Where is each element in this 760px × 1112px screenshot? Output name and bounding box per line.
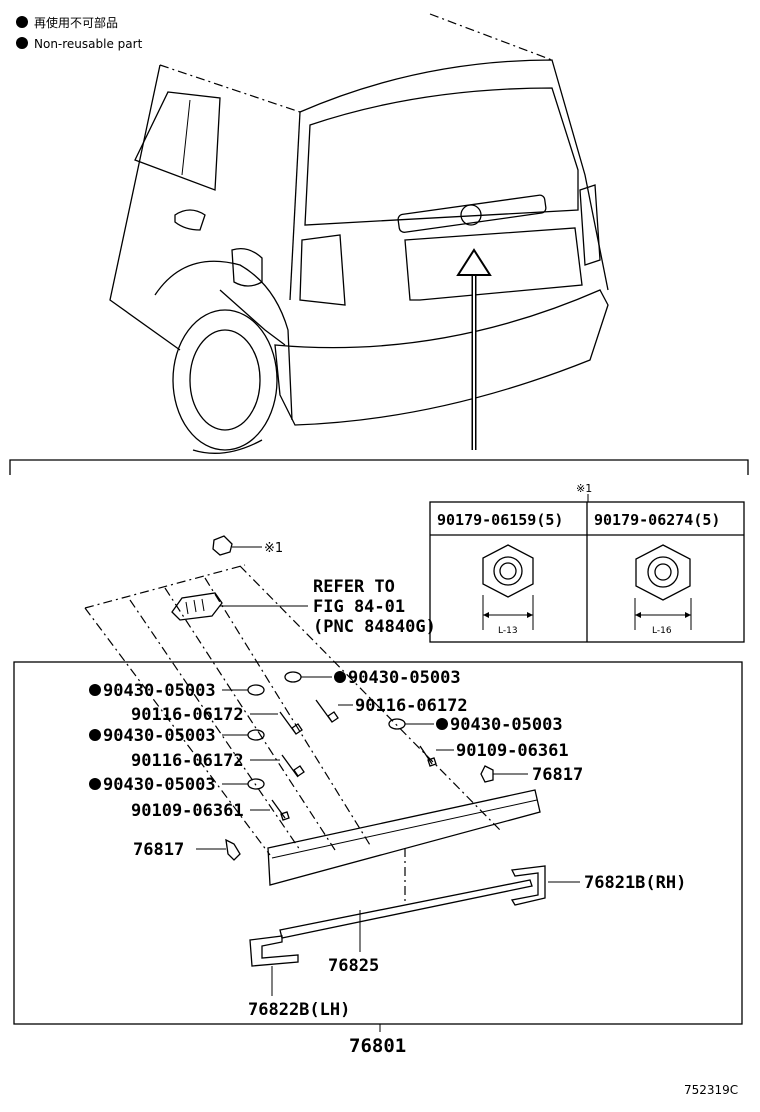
refer-line2: FIG 84-01 bbox=[313, 597, 405, 617]
non-reusable-dot-icon bbox=[89, 684, 101, 696]
flange-nut-icon bbox=[635, 544, 691, 601]
nut-mark: ※1 bbox=[264, 541, 283, 556]
part-label: 90109-06361 bbox=[131, 801, 244, 821]
nut-spec-table: ※1 90179-06159(5) 90179-06274(5) L-13 L-… bbox=[429, 482, 745, 643]
part-label: 76817 bbox=[532, 765, 583, 785]
washer-icon bbox=[247, 729, 265, 741]
license-lamp-icon bbox=[171, 592, 223, 621]
part-label: 90430-05003 bbox=[103, 681, 216, 701]
refer-line1: REFER TO bbox=[313, 577, 395, 597]
flange-nut-icon bbox=[482, 544, 534, 598]
refer-label: REFER TO FIG 84-01 (PNC 84840G) bbox=[171, 577, 436, 637]
legend: 再使用不可部品 Non-reusable part bbox=[16, 15, 143, 51]
part-label: 76821B(RH) bbox=[584, 873, 686, 893]
washer-icon bbox=[247, 684, 265, 696]
part-label: 90430-05003 bbox=[103, 726, 216, 746]
part-label: 90116-06172 bbox=[131, 705, 244, 725]
leader-lines bbox=[196, 676, 580, 996]
non-reusable-dot-icon bbox=[334, 671, 346, 683]
refer-line3: (PNC 84840G) bbox=[313, 617, 436, 637]
fastener-icons bbox=[225, 671, 494, 861]
part-label: 90116-06172 bbox=[355, 696, 468, 716]
assembly-bracket bbox=[9, 459, 749, 475]
non-reusable-dot-icon bbox=[89, 729, 101, 741]
washer-icon bbox=[247, 778, 265, 790]
part-label: 90430-05003 bbox=[348, 668, 461, 688]
legend-jp: 再使用不可部品 bbox=[34, 15, 118, 30]
vehicle-rear-illustration bbox=[109, 13, 609, 454]
part-label: 90430-05003 bbox=[103, 775, 216, 795]
back-door-garnish bbox=[267, 789, 541, 886]
dim-1: L-13 bbox=[498, 626, 518, 636]
part-label: 76822B(LH) bbox=[248, 1000, 350, 1020]
part-label: 90116-06172 bbox=[131, 751, 244, 771]
assembly-box bbox=[13, 661, 743, 1025]
clip-icon bbox=[480, 765, 494, 783]
part-label: 76801 bbox=[349, 1035, 406, 1057]
part-label: 90109-06361 bbox=[456, 741, 569, 761]
nut-part: ※1 bbox=[212, 535, 283, 556]
table-mark: ※1 bbox=[576, 482, 592, 495]
part-label: 76817 bbox=[133, 840, 184, 860]
non-reusable-dot-icon bbox=[16, 37, 28, 49]
dim-2: L-16 bbox=[652, 626, 672, 636]
non-reusable-dot-icon bbox=[436, 718, 448, 730]
washer-icon bbox=[388, 718, 406, 730]
screw-icon bbox=[419, 745, 437, 767]
stud-bolt-icon bbox=[315, 699, 339, 723]
washer-icon bbox=[284, 671, 302, 683]
nut-icon bbox=[212, 535, 233, 556]
table-col1-header: 90179-06159(5) bbox=[437, 511, 563, 529]
garnish-strips bbox=[249, 865, 546, 967]
stud-bolt-icon bbox=[281, 754, 305, 778]
table-col2-header: 90179-06274(5) bbox=[594, 511, 720, 529]
part-labels: 90430-05003 90430-05003 90116-06172 9011… bbox=[103, 668, 686, 1057]
part-label: 90430-05003 bbox=[450, 715, 563, 735]
clip-icon bbox=[225, 838, 241, 861]
stud-bolt-icon bbox=[279, 711, 303, 735]
legend-en: Non-reusable part bbox=[34, 37, 143, 51]
part-label: 76825 bbox=[328, 956, 379, 976]
illustration-code: 752319C bbox=[684, 1083, 738, 1097]
screw-icon bbox=[271, 799, 290, 821]
exploded-plate-outline bbox=[84, 564, 501, 905]
non-reusable-dot-icon bbox=[16, 16, 28, 28]
non-reusable-dot-icon bbox=[89, 778, 101, 790]
